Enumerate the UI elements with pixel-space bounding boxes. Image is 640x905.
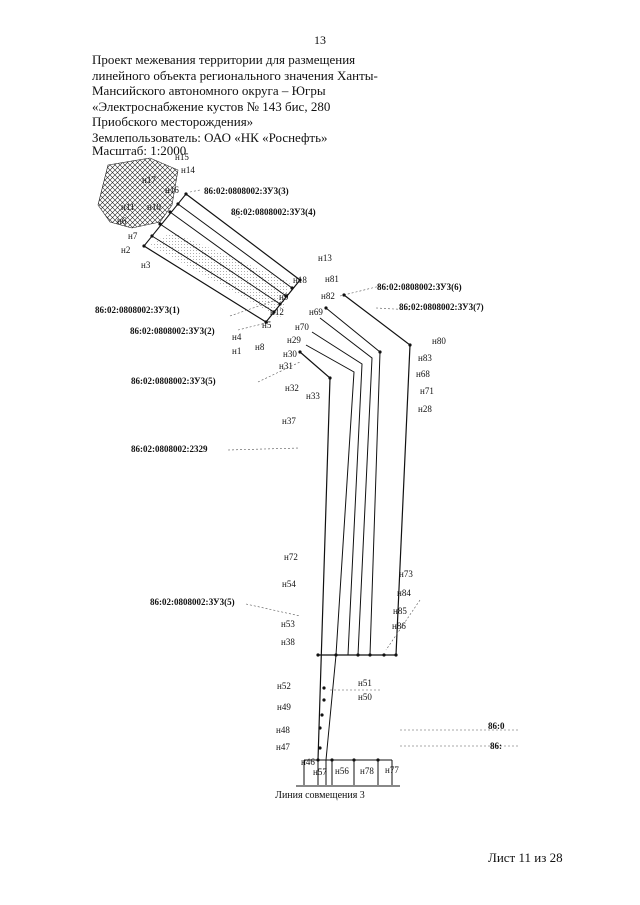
cadastral-label: 86:02:0808002:ЗУ3(6) [377, 282, 462, 292]
scale-label: Масштаб: 1:2000 [92, 143, 187, 158]
cadastral-label: 86:0 [488, 721, 505, 731]
header-line: «Электроснабжение кустов № 143 бис, 280 [92, 98, 331, 114]
point-label: н31 [279, 361, 293, 371]
point-label: н77 [385, 765, 399, 775]
point-label: н48 [276, 725, 290, 735]
point-label: н33 [306, 391, 320, 401]
point-label: н13 [318, 253, 332, 263]
point-label: н56 [335, 766, 349, 776]
leader-lines [189, 189, 520, 747]
point-label: н10 [147, 202, 161, 212]
header-line: Мансийского автономного округа – Югры [92, 83, 326, 99]
cadastral-label: 86:02:0808002:2329 [131, 444, 208, 454]
point-label: н28 [418, 404, 432, 414]
point-label: н14 [181, 165, 195, 175]
point-label: н29 [287, 335, 301, 345]
point-label: н46 [301, 757, 315, 767]
point-label: н9 [279, 292, 289, 302]
header-line: Землепользователь: ОАО «НК «Роснефть» [92, 129, 328, 145]
point-label: н73 [399, 569, 413, 579]
point-label: н30 [283, 349, 297, 359]
cadastral-label: 86:02:0808002:ЗУ3(5) [131, 376, 216, 386]
point-label: н6 [117, 216, 127, 226]
lower-corridor [299, 294, 411, 785]
page-number: 13 [314, 33, 326, 47]
point-label: н54 [282, 579, 296, 589]
sheet-number: Лист 11 из 28 [488, 850, 563, 865]
point-label: н69 [309, 307, 323, 317]
point-label: н47 [276, 742, 290, 752]
point-label: н16 [165, 185, 179, 195]
point-label: н52 [277, 681, 291, 691]
point-label: н72 [284, 552, 298, 562]
cadastral-label: 86:02:0808002:ЗУ3(2) [130, 326, 215, 336]
hatched-parcel [97, 157, 179, 229]
point-label: н18 [293, 275, 307, 285]
point-label: н68 [416, 369, 430, 379]
cadastral-label: 86:02:0808002:ЗУ3(5) [150, 597, 235, 607]
point-label: н1 [232, 346, 241, 356]
point-label: н80 [432, 336, 446, 346]
point-label: н53 [281, 619, 295, 629]
cadastral-label: 86:02:0808002:ЗУ3(7) [399, 302, 484, 312]
point-label: н12 [270, 307, 284, 317]
point-label: н85 [393, 606, 407, 616]
point-label: н71 [420, 386, 434, 396]
point-label: н86 [392, 621, 406, 631]
cadastral-label: 86:02:0808002:ЗУ3(1) [95, 305, 180, 315]
document-header: Проект межевания территории для размещен… [92, 52, 422, 146]
point-labels: н15 н14 н17 н16 н11 н10 н6 н7 н2 н3 н13 … [117, 152, 446, 777]
point-label: н2 [121, 245, 130, 255]
point-label: н49 [277, 702, 291, 712]
point-label: н11 [121, 202, 134, 212]
header-line: линейного объекта регионального значения… [92, 67, 378, 83]
point-label: н50 [358, 692, 372, 702]
point-label: н81 [325, 274, 339, 284]
match-line-caption: Линия совмещения 3 [275, 790, 365, 801]
point-label: н57 [313, 767, 327, 777]
cadastral-label: 86: [490, 741, 502, 751]
point-label: н70 [295, 322, 309, 332]
point-label: н7 [128, 231, 138, 241]
point-label: н3 [141, 260, 151, 270]
point-label: н37 [282, 416, 296, 426]
point-label: н5 [262, 320, 272, 330]
point-label: н82 [321, 291, 335, 301]
cadastral-label: 86:02:0808002:ЗУ3(4) [231, 207, 316, 217]
cadastral-label: 86:02:0808002:ЗУ3(3) [204, 186, 289, 196]
point-label: н83 [418, 353, 432, 363]
point-label: н32 [285, 383, 299, 393]
point-label: н51 [358, 678, 372, 688]
vertex-markers [142, 192, 412, 762]
header-line: Проект межевания территории для размещен… [92, 52, 356, 67]
point-label: н4 [232, 332, 242, 342]
point-label: н17 [142, 175, 156, 185]
upper-corridor [143, 193, 301, 323]
dotted-zone [150, 232, 290, 318]
point-label: н8 [255, 342, 265, 352]
point-label: н84 [397, 588, 411, 598]
point-label: н38 [281, 637, 295, 647]
point-label: н15 [175, 152, 189, 162]
point-label: н78 [360, 766, 374, 776]
header-line: Приобского месторождения» [92, 114, 254, 130]
